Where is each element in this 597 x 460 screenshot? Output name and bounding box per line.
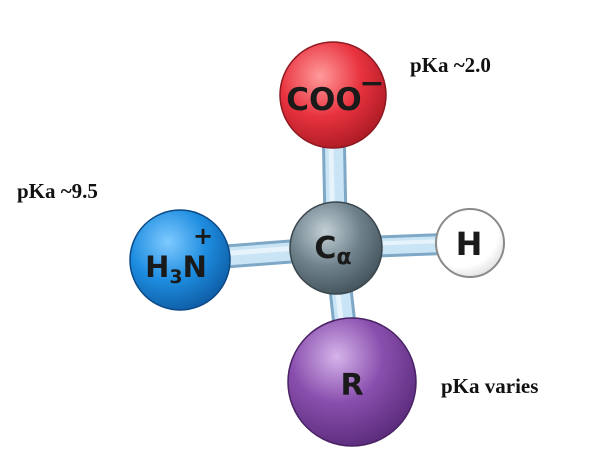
hydrogen-label: H	[456, 225, 483, 263]
amino-atom: H3N +	[129, 209, 231, 311]
hydrogen-sphere	[435, 208, 505, 278]
r-group-label: R	[340, 368, 363, 403]
carboxyl-label: COO	[286, 82, 361, 118]
amino-sphere	[129, 209, 231, 311]
alpha-carbon-atom: Cα	[289, 201, 383, 295]
amino-pka-label: pKa ~9.5	[17, 179, 98, 203]
amino-label: H3N	[145, 250, 207, 288]
carboxyl-atom: COO −	[279, 41, 387, 149]
hydrogen-atom: H	[435, 208, 505, 278]
alpha-carbon-sphere	[289, 201, 383, 295]
r-group-sphere	[287, 317, 417, 447]
carboxyl-sphere	[279, 41, 387, 149]
amino-charge: +	[193, 222, 213, 250]
r-group-pka-label: pKa varies	[441, 374, 538, 398]
carboxyl-pka-label: pKa ~2.0	[410, 53, 491, 77]
carboxyl-charge: −	[359, 66, 384, 101]
r-group-atom: R	[287, 317, 417, 447]
alpha-carbon-label: Cα	[314, 231, 351, 270]
